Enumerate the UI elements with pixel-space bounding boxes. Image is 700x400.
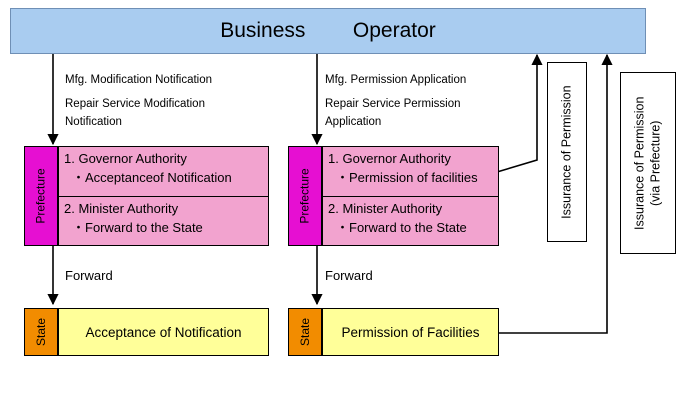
state-panel-left: Acceptance of Notification [58,308,269,356]
minister-authority-left: 2. Minister Authority ・Forward to the St… [59,196,268,245]
state-label-left: State [34,317,48,347]
prefecture-bar-right: Prefecture [288,146,322,246]
issuance-permission-box: Issurance of Permission [547,62,587,242]
label-notification: Notification [65,115,122,128]
issuance-via-line2: (via Prefecture) [649,120,664,206]
label-mfg-modification: Mfg. Modification Notification [65,74,213,86]
governor-authority-title-left: 1. Governor Authority [64,151,187,166]
forward-label-right: Forward [325,268,373,283]
issuance-via-line1: Issurance of Permission [632,96,647,230]
label-application: Application [325,115,382,128]
prefecture-panel-left: 1. Governor Authority ・Acceptanceof Noti… [58,146,269,246]
minister-authority-right: 2. Minister Authority ・Forward to the St… [323,196,498,245]
prefecture-label-right: Prefecture [298,168,313,224]
state-label-right: State [298,317,312,347]
label-repair-permission: Repair Service Permission [325,97,461,110]
governor-authority-title-right: 1. Governor Authority [328,151,451,166]
application-labels: Mfg. Permission Application Repair Servi… [325,72,466,131]
acceptance-of-notification-item: ・Acceptanceof Notification [72,170,232,185]
prefecture-label-left: Prefecture [34,168,49,224]
prefecture-panel-right: 1. Governor Authority ・Permission of fac… [322,146,499,246]
state-bar-left: State [24,308,58,356]
acceptance-of-notification-text: Acceptance of Notification [85,324,242,340]
permission-of-facilities-text: Permission of Facilities [341,324,480,340]
state-bar-right: State [288,308,322,356]
state-panel-right: Permission of Facilities [322,308,499,356]
business-operator-box: Business Operator [10,8,646,54]
minister-authority-title-left: 2. Minister Authority [64,201,179,216]
issuance-via-prefecture-box: Issurance of Permission (via Prefecture) [620,72,676,254]
business-operator-title: Business Operator [220,19,436,42]
forward-label-left: Forward [65,268,113,283]
permission-of-facilities-item: ・Permission of facilities [336,170,478,185]
prefecture-bar-left: Prefecture [24,146,58,246]
minister-authority-title-right: 2. Minister Authority [328,201,443,216]
issuance-permission-text: Issurance of Permission [559,85,574,219]
governor-authority-right: 1. Governor Authority ・Permission of fac… [323,147,498,196]
notification-labels: Mfg. Modification Notification Repair Se… [65,72,212,131]
arrow-issuance-direct [496,53,543,173]
governor-authority-left: 1. Governor Authority ・Acceptanceof Noti… [59,147,268,196]
arrow-issuance-via [497,53,613,334]
label-repair-modification: Repair Service Modification [65,97,205,110]
label-mfg-permission: Mfg. Permission Application [325,74,467,86]
forward-to-state-item-right: ・Forward to the State [336,220,467,235]
issuance-via-prefecture-text: Issurance of Permission (via Prefecture) [632,96,665,229]
forward-to-state-item-left: ・Forward to the State [72,220,203,235]
